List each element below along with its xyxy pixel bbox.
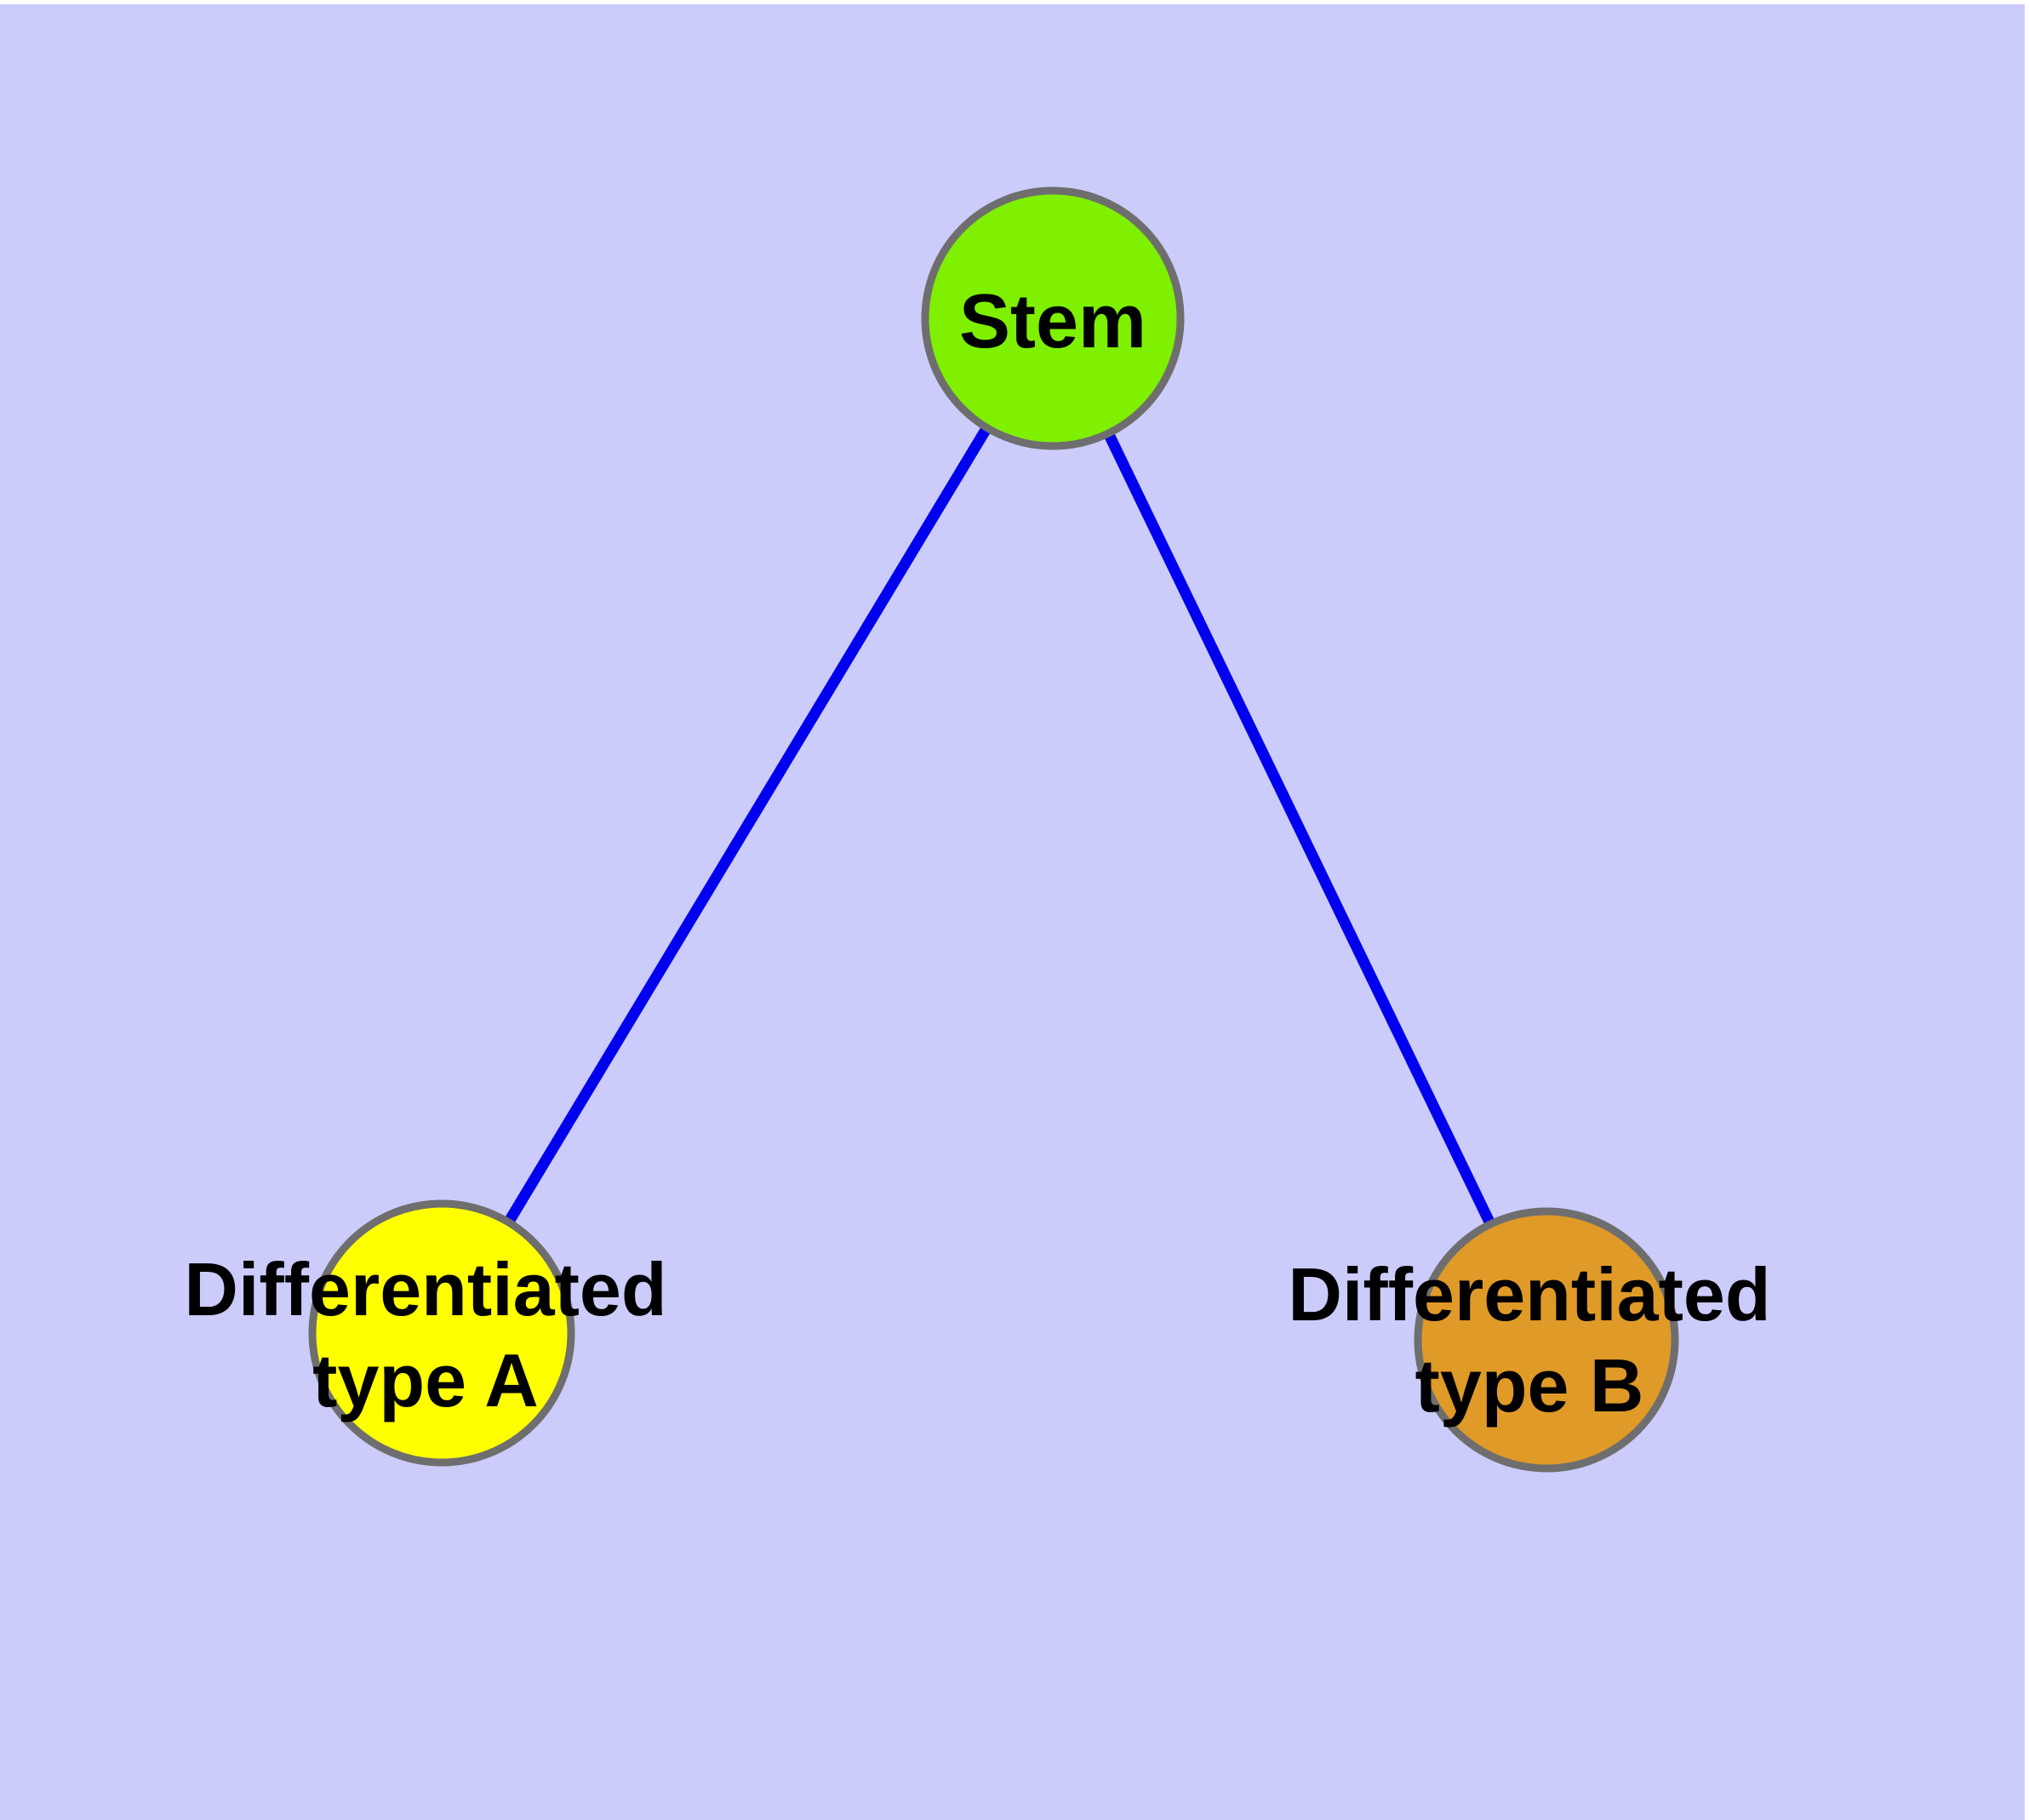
node-label-stem: Stem	[959, 279, 1146, 364]
node-label-line: type A	[312, 1338, 539, 1422]
node-label-line: Differentiated	[1288, 1252, 1770, 1336]
node-label-line: Differentiated	[184, 1247, 666, 1331]
node-label-line: type B	[1415, 1343, 1644, 1428]
graph-node-stem[interactable]	[921, 186, 1185, 450]
graph-node-diff_a[interactable]	[308, 1199, 575, 1467]
node-label-line: Stem	[959, 279, 1146, 364]
edges-layer	[501, 421, 1497, 1230]
graph-edge[interactable]	[501, 421, 994, 1228]
graph-edge[interactable]	[1101, 427, 1497, 1230]
graph-node-diff_b[interactable]	[1414, 1207, 1679, 1473]
nodes-layer	[308, 186, 1679, 1473]
